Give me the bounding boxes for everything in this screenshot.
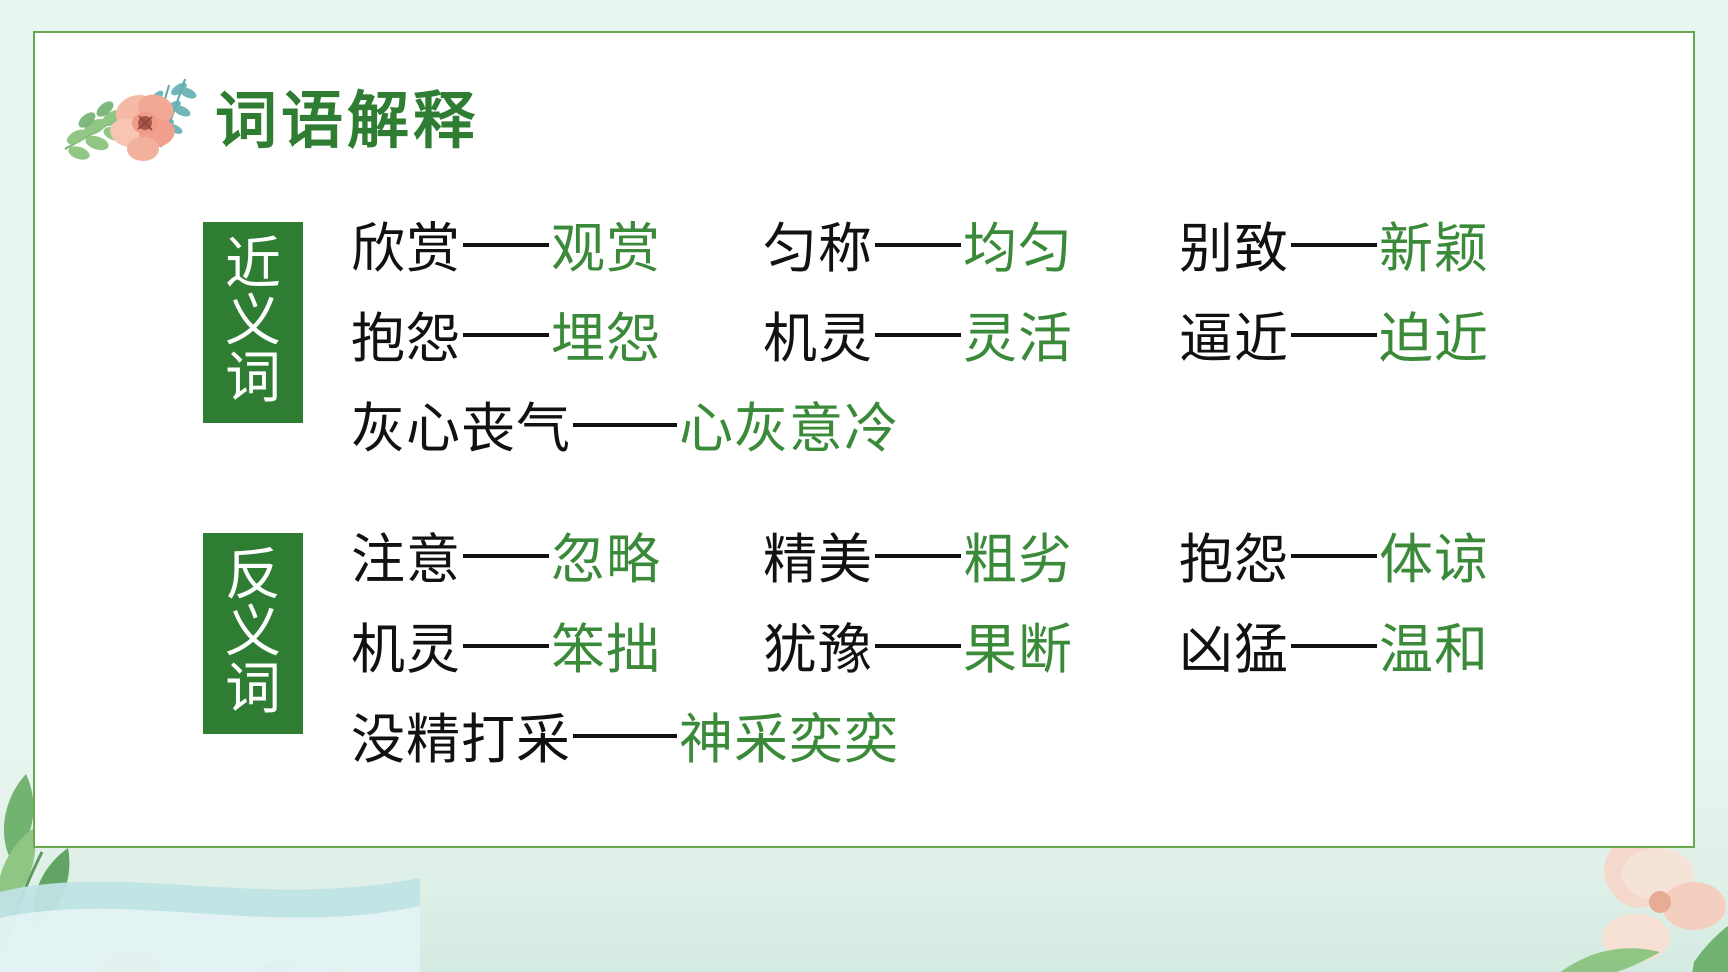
word-target: 果断 [963, 618, 1073, 681]
title-row: 词语解释 [57, 63, 479, 173]
floral-decoration-bottom-left [96, 950, 346, 972]
word-target: 新颖 [1379, 217, 1489, 280]
word-pair: 精美粗劣 [763, 533, 1135, 587]
word-pair: 犹豫果断 [763, 623, 1135, 677]
word-target: 灵活 [963, 307, 1073, 370]
teal-band-decoration [0, 878, 420, 972]
dash-connector [1291, 554, 1377, 558]
dash-connector [1291, 333, 1377, 337]
dash-connector [463, 243, 549, 247]
tag-char: 近 [225, 232, 281, 297]
word-pair: 逼近迫近 [1179, 312, 1519, 366]
word-target: 埋怨 [551, 307, 661, 370]
word-source: 别致 [1179, 217, 1289, 280]
dash-connector [875, 644, 961, 648]
word-target: 均匀 [963, 217, 1073, 280]
word-target: 迫近 [1379, 307, 1489, 370]
word-source: 抱怨 [1179, 528, 1289, 591]
flower-icon [64, 78, 197, 161]
word-target: 观赏 [551, 217, 661, 280]
word-pair: 注意忽略 [351, 533, 719, 587]
word-target: 神采奕奕 [679, 708, 899, 771]
word-row: 注意忽略 精美粗劣 抱怨体谅 [351, 533, 1519, 623]
dash-connector [573, 423, 677, 427]
word-target: 温和 [1379, 618, 1489, 681]
tag-char: 词 [225, 657, 281, 723]
antonym-rows: 注意忽略 精美粗劣 抱怨体谅 机灵笨拙 犹豫果断 [351, 533, 1519, 803]
word-pair: 别致新颖 [1179, 222, 1519, 276]
tag-char: 义 [225, 600, 281, 666]
word-row: 没精打采神采奕奕 [351, 713, 1519, 803]
tag-synonyms: 近 义 词 [203, 222, 303, 424]
word-row: 机灵笨拙 犹豫果断 凶猛温和 [351, 623, 1519, 713]
tag-char: 反 [225, 543, 281, 608]
word-pair: 机灵笨拙 [351, 623, 719, 677]
word-target: 心灰意冷 [679, 397, 899, 460]
word-source: 灰心丧气 [351, 397, 571, 460]
word-target: 笨拙 [551, 618, 661, 681]
word-row: 欣赏观赏 匀称均匀 别致新颖 [351, 222, 1519, 312]
word-source: 凶猛 [1179, 618, 1289, 681]
word-source: 逼近 [1179, 307, 1289, 370]
word-row: 灰心丧气心灰意冷 [351, 402, 1519, 492]
word-source: 抱怨 [351, 307, 461, 370]
word-source: 注意 [351, 528, 461, 591]
word-pair: 机灵灵活 [763, 312, 1135, 366]
page-title: 词语解释 [215, 84, 480, 157]
section-synonyms: 近 义 词 欣赏观赏 匀称均匀 别致新颖 [203, 222, 1519, 492]
word-pair: 欣赏观赏 [351, 222, 719, 276]
word-target: 粗劣 [963, 528, 1073, 591]
word-source: 匀称 [763, 217, 873, 280]
word-source: 精美 [763, 528, 873, 591]
word-pair: 匀称均匀 [763, 222, 1135, 276]
tag-char: 义 [225, 289, 281, 355]
dash-connector [1291, 243, 1377, 247]
dash-connector [875, 333, 961, 337]
word-source: 犹豫 [763, 618, 873, 681]
word-pair: 抱怨埋怨 [351, 312, 719, 366]
dash-connector [463, 644, 549, 648]
dash-connector [573, 734, 677, 738]
word-pair: 凶猛温和 [1179, 623, 1519, 677]
word-source: 机灵 [351, 618, 461, 681]
word-target: 体谅 [1379, 528, 1489, 591]
content-card: 词语解释 近 义 词 欣赏观赏 匀称均匀 别致新颖 [33, 31, 1695, 848]
section-antonyms: 反 义 词 注意忽略 精美粗劣 抱怨体谅 [203, 533, 1519, 803]
word-source: 欣赏 [351, 217, 461, 280]
word-source: 机灵 [763, 307, 873, 370]
dash-connector [463, 554, 549, 558]
word-pair: 灰心丧气心灰意冷 [351, 402, 899, 456]
dash-connector [463, 333, 549, 337]
dash-connector [875, 243, 961, 247]
word-pair: 没精打采神采奕奕 [351, 713, 899, 767]
word-source: 没精打采 [351, 708, 571, 771]
word-row: 抱怨埋怨 机灵灵活 逼近迫近 [351, 312, 1519, 402]
tag-antonyms: 反 义 词 [203, 533, 303, 735]
dash-connector [875, 554, 961, 558]
word-target: 忽略 [551, 528, 661, 591]
dash-connector [1291, 644, 1377, 648]
word-pair: 抱怨体谅 [1179, 533, 1519, 587]
tag-char: 词 [225, 346, 281, 412]
synonym-rows: 欣赏观赏 匀称均匀 别致新颖 抱怨埋怨 机灵灵活 [351, 222, 1519, 492]
